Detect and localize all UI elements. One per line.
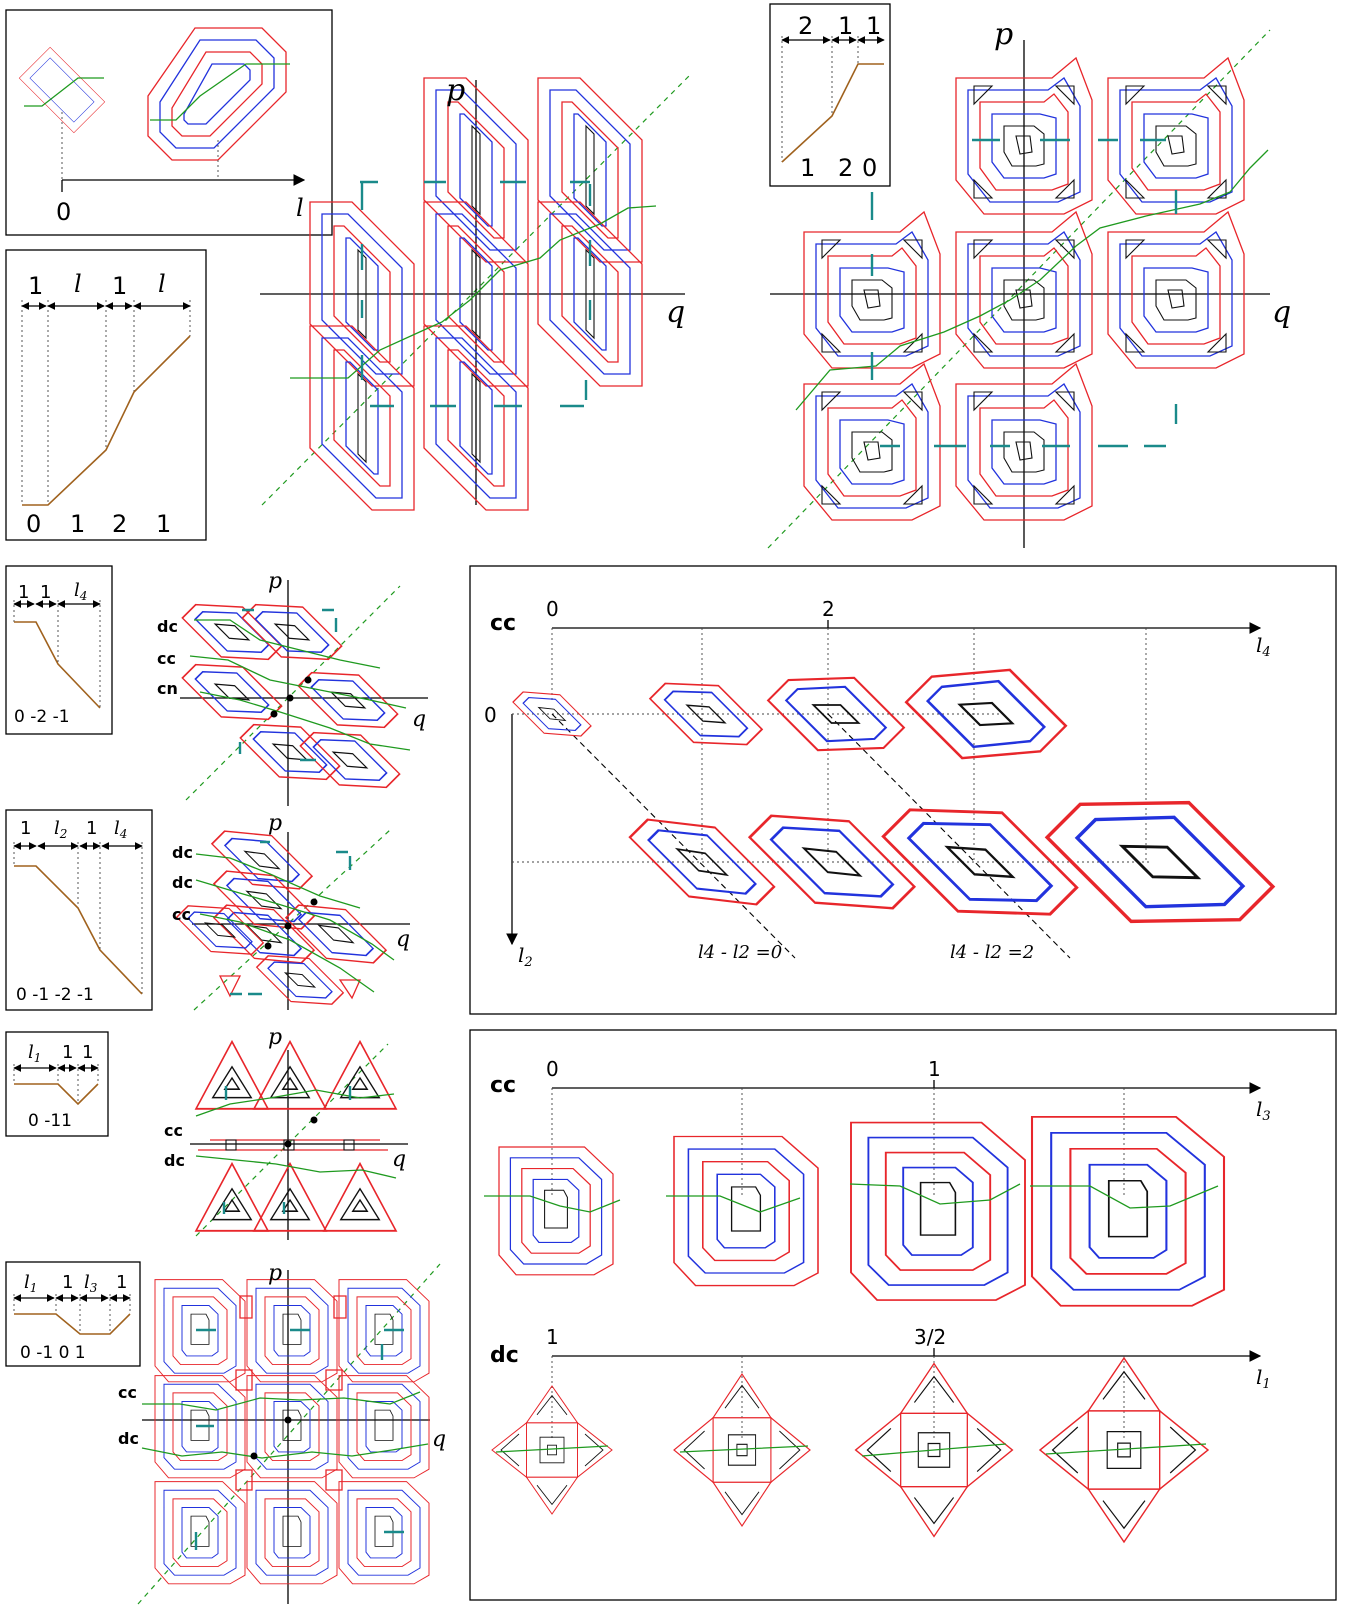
inset-b-top-2: 1 xyxy=(112,272,127,300)
inset-d: 1 1 l4 0 -2 -1 xyxy=(5,565,113,735)
lattice-capsules: p q xyxy=(260,73,691,511)
inset-b-top-1: l xyxy=(74,270,82,298)
inset-c-bot-1: 2 xyxy=(838,154,853,182)
inset-g-bottom: 0 -1 0 1 xyxy=(20,1343,86,1363)
lattice-d-label-1: cc xyxy=(157,649,176,668)
inset-c: 2 1 1 1 2 0 xyxy=(769,3,891,187)
inset-b-bot-3: 1 xyxy=(156,510,171,538)
inset-b-top-3: l xyxy=(158,270,166,298)
panel-top-line1: l4 - l2 =0 xyxy=(698,942,782,963)
panel-bottom-tag-dc: dc xyxy=(490,1343,519,1368)
inset-d-bottom: 0 -2 -1 xyxy=(14,707,70,727)
lattice1-q-label: q xyxy=(666,295,685,330)
panel-top-zero: 0 xyxy=(484,703,497,727)
inset-a-origin: 0 xyxy=(56,198,71,226)
panel-bottom-cc-tick-0: 0 xyxy=(546,1057,559,1081)
inset-a-axis-label: l xyxy=(296,194,304,222)
inset-e-top-3: l4 xyxy=(114,818,127,841)
lattice-e: dc dc cc p q xyxy=(172,809,410,1024)
lattice-d-label-2: cn xyxy=(157,679,178,698)
panel-top-l2-label: l2 xyxy=(518,943,533,970)
inset-a: 0 l xyxy=(5,9,333,236)
inset-e-top-0: 1 xyxy=(20,818,31,839)
panel-bottom-cc-tick-1: 1 xyxy=(928,1057,941,1081)
inset-b-bot-1: 1 xyxy=(70,510,85,538)
lattice-e-label-1: dc xyxy=(172,873,193,892)
inset-f-top-1: 1 xyxy=(62,1042,73,1063)
panel-top-tag: cc xyxy=(490,611,516,636)
panel-top-line2: l4 - l2 =2 xyxy=(950,942,1034,963)
inset-d-top-0: 1 xyxy=(18,582,29,603)
lattice-d-label-0: dc xyxy=(157,617,178,636)
panel-bottom-dc-tick-0: 1 xyxy=(546,1325,559,1349)
panel-top: cc 0 2 0 l4 l2 l4 - l2 =0 l4 - l2 =2 xyxy=(469,565,1337,1015)
inset-c-bot-2: 0 xyxy=(862,154,877,182)
inset-e-top-1: l2 xyxy=(54,818,67,841)
inset-b-bot-2: 2 xyxy=(112,510,127,538)
panel-bottom-l1-label: l1 xyxy=(1256,1365,1271,1392)
inset-b: 1 l 1 l 0 1 2 1 xyxy=(5,249,207,541)
inset-g-top-2: l3 xyxy=(84,1272,98,1295)
inset-c-top-1: 1 xyxy=(838,12,853,40)
lattice-f-q: q xyxy=(392,1147,406,1172)
lattice-g: cc dc p q xyxy=(118,1261,446,1605)
lattice-d-q: q xyxy=(412,707,426,732)
inset-g: l1 1 l3 1 0 -1 0 1 xyxy=(5,1261,141,1367)
lattice-f-label-0: cc xyxy=(164,1121,183,1140)
panel-top-l4-label: l4 xyxy=(1256,633,1271,660)
lattice2-p-label: p xyxy=(994,17,1013,52)
lattice-g-q: q xyxy=(432,1427,446,1452)
inset-b-bot-0: 0 xyxy=(26,510,41,538)
inset-a-big-capsule xyxy=(147,27,290,161)
panel-bottom-l3-label: l3 xyxy=(1256,1097,1271,1124)
lattice-d-p: p xyxy=(268,569,282,594)
inset-g-top-0: l1 xyxy=(24,1272,37,1295)
inset-f-bottom: 0 -11 xyxy=(28,1111,72,1131)
lattice2-q-label: q xyxy=(1272,295,1291,330)
lattice-g-label-1: dc xyxy=(118,1429,139,1448)
lattice-g-label-0: cc xyxy=(118,1383,137,1402)
lattice-e-p: p xyxy=(268,811,282,836)
inset-e-bottom: 0 -1 -2 -1 xyxy=(16,985,94,1005)
inset-c-bot-0: 1 xyxy=(800,154,815,182)
inset-c-top-0: 2 xyxy=(798,12,813,40)
lattice-e-label-0: dc xyxy=(172,843,193,862)
inset-b-top-0: 1 xyxy=(28,272,43,300)
inset-f: l1 1 1 0 -11 xyxy=(5,1031,109,1137)
lattice-f-label-1: dc xyxy=(164,1151,185,1170)
inset-f-top-2: 1 xyxy=(82,1042,93,1063)
lattice-cells: p q xyxy=(767,17,1291,549)
inset-g-top-1: 1 xyxy=(62,1272,73,1293)
panel-top-tick-0: 0 xyxy=(546,597,559,621)
inset-d-top-2: l4 xyxy=(74,580,87,603)
lattice-d: dc cc cn p q xyxy=(157,569,428,811)
lattice-e-q: q xyxy=(396,927,410,952)
lattice-f-p: p xyxy=(268,1025,282,1050)
panel-bottom-tag-cc: cc xyxy=(490,1073,516,1098)
lattice-f: cc dc p q xyxy=(164,1025,408,1240)
inset-e-top-2: 1 xyxy=(86,818,97,839)
lattice-e-label-2: cc xyxy=(172,905,191,924)
lattice1-p-label: p xyxy=(446,73,465,108)
inset-d-top-1: 1 xyxy=(40,582,51,603)
panel-bottom-dc-tick-1: 3/2 xyxy=(914,1325,946,1349)
inset-f-top-0: l1 xyxy=(28,1042,41,1065)
inset-g-top-3: 1 xyxy=(116,1272,127,1293)
inset-a-small-capsule xyxy=(18,46,106,134)
panel-top-tick-1: 2 xyxy=(822,597,835,621)
inset-c-top-2: 1 xyxy=(866,12,881,40)
lattice-g-p: p xyxy=(268,1261,282,1286)
panel-bottom: cc 0 1 l3 dc 1 3/2 l1 xyxy=(469,1029,1337,1601)
inset-e: 1 l2 1 l4 0 -1 -2 -1 xyxy=(5,809,153,1011)
